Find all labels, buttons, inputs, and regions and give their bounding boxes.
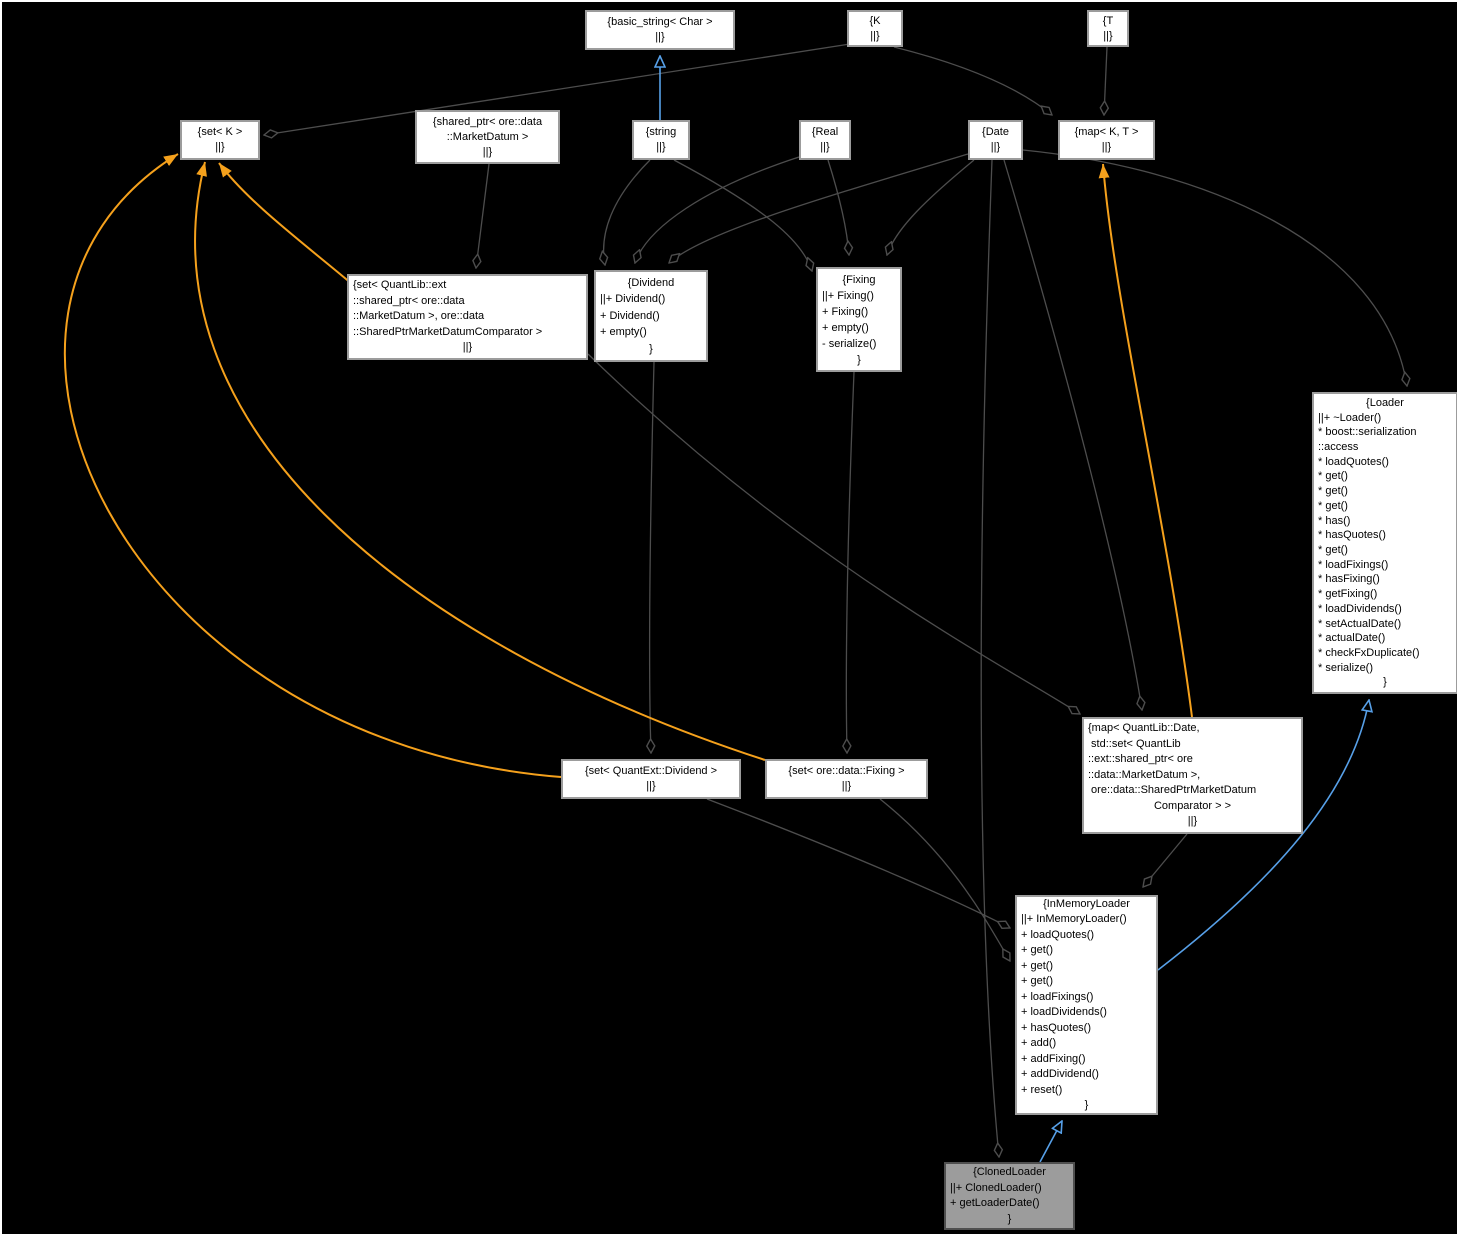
node-set-marketdatum-comparator[interactable]: {set< QuantLib::ext ::shared_ptr< ore::d… bbox=[347, 274, 588, 360]
edge-mapdateset-mapkt bbox=[1098, 163, 1193, 718]
edge-k-setk bbox=[264, 43, 851, 135]
edge-string-fixing bbox=[673, 159, 812, 271]
node-real[interactable]: {Real ||} bbox=[799, 120, 851, 160]
edge-setfixing-inmemoryloader bbox=[879, 798, 1010, 961]
node-k[interactable]: {K ||} bbox=[847, 10, 903, 47]
node-set-dividend[interactable]: {set< QuantExt::Dividend > ||} bbox=[561, 759, 741, 799]
node-basic-string[interactable]: {basic_string< Char > ||} bbox=[585, 10, 735, 50]
node-cloned-loader[interactable]: {ClonedLoader ||+ ClonedLoader() + getLo… bbox=[944, 1162, 1075, 1230]
node-set-k[interactable]: {set< K > ||} bbox=[180, 120, 260, 160]
edge-setdividend-setk bbox=[64, 153, 562, 778]
edge-clonedloader-inmemoryloader bbox=[1039, 1121, 1062, 1163]
node-dividend[interactable]: {Dividend ||+ Dividend() + Dividend() + … bbox=[594, 270, 708, 362]
edge-t-mapkt bbox=[1104, 46, 1107, 115]
edge-setfixing-setk bbox=[194, 161, 766, 761]
edge-real-fixing bbox=[827, 159, 849, 255]
edge-string-dividend bbox=[604, 159, 651, 265]
edge-sharedptr-setmarketdatum bbox=[476, 163, 490, 268]
edge-date-mapdateset bbox=[1003, 159, 1142, 710]
edge-inmemoryloader-loader bbox=[1157, 700, 1369, 971]
edge-dividend-setdividend bbox=[650, 361, 654, 753]
node-t[interactable]: {T ||} bbox=[1087, 10, 1129, 47]
edge-k-mapkt bbox=[893, 46, 1052, 115]
edge-mapdateset-inmemoryloader bbox=[1143, 833, 1188, 887]
edge-date-fixing bbox=[887, 159, 975, 255]
node-loader[interactable]: {Loader ||+ ~Loader() * boost::serializa… bbox=[1312, 392, 1457, 694]
edge-date-dividend bbox=[669, 153, 969, 263]
node-fixing[interactable]: {Fixing ||+ Fixing() + Fixing() + empty(… bbox=[816, 267, 902, 372]
edge-setmarketdatum-setk bbox=[218, 162, 353, 285]
node-map-k-t[interactable]: {map< K, T > ||} bbox=[1058, 120, 1155, 160]
node-date[interactable]: {Date ||} bbox=[968, 120, 1023, 160]
edge-date-clonedloader bbox=[980, 159, 999, 1157]
node-in-memory-loader[interactable]: {InMemoryLoader ||+ InMemoryLoader() + l… bbox=[1015, 895, 1158, 1115]
node-shared-ptr-marketdatum[interactable]: {shared_ptr< ore::data ::MarketDatum > |… bbox=[415, 110, 560, 164]
node-string[interactable]: {string ||} bbox=[632, 120, 690, 160]
edge-real-dividend bbox=[635, 156, 800, 263]
node-map-date-set[interactable]: {map< QuantLib::Date, std::set< QuantLib… bbox=[1082, 717, 1303, 834]
edge-date-loader bbox=[1022, 149, 1407, 386]
edge-setmarketdatum-mapdateset bbox=[587, 353, 1080, 714]
node-set-fixing[interactable]: {set< ore::data::Fixing > ||} bbox=[765, 759, 928, 799]
edge-fixing-setfixing bbox=[846, 371, 855, 753]
edge-setdividend-inmemoryloader bbox=[706, 798, 1010, 928]
